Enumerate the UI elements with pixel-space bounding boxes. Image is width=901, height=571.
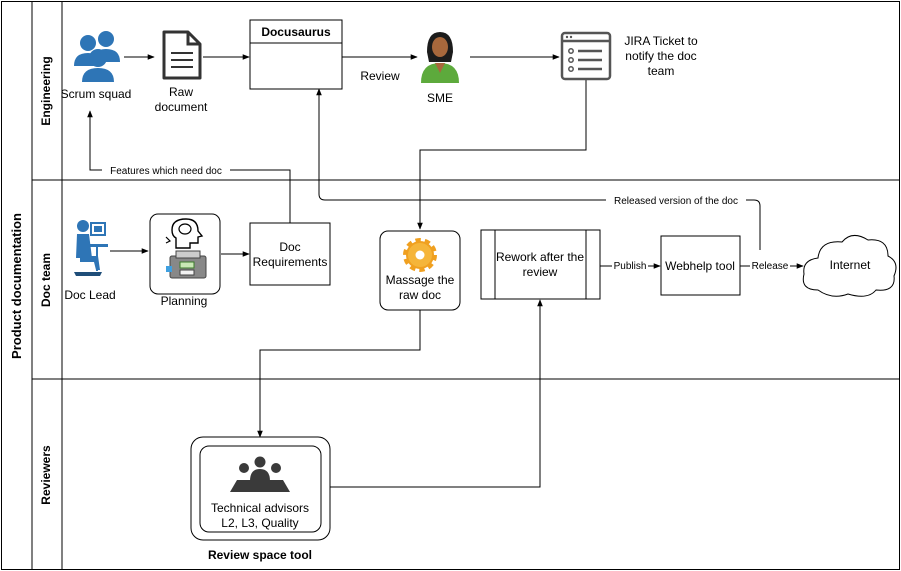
jira-node: JIRA Ticket to notify the doc team bbox=[560, 31, 698, 81]
edge-label-features: Features which need doc bbox=[110, 166, 222, 177]
person-at-computer-icon bbox=[74, 220, 108, 276]
document-icon bbox=[162, 30, 202, 80]
jira-label-1: JIRA Ticket to bbox=[624, 34, 698, 48]
rework-label-1: Rework after the bbox=[496, 250, 584, 264]
people-group-icon bbox=[74, 31, 120, 82]
sme-person-icon bbox=[421, 32, 459, 83]
edge-massage-to-review bbox=[257, 310, 421, 438]
technical-advisors-label-1: Technical advisors bbox=[211, 501, 309, 515]
webhelp-tool-node: Webhelp tool bbox=[660, 235, 741, 296]
scrum-squad-label: Scrum squad bbox=[61, 87, 132, 101]
rework-node: Rework after the review bbox=[480, 229, 601, 300]
thinking-head-icon bbox=[165, 218, 204, 249]
massage-raw-doc-node: Massage the raw doc bbox=[379, 230, 461, 311]
technical-advisors-label-2: L2, L3, Quality bbox=[221, 516, 298, 530]
review-space-tool-label: Review space tool bbox=[208, 548, 312, 562]
doc-lead-label: Doc Lead bbox=[64, 288, 115, 302]
internet-node: Internet bbox=[802, 235, 897, 297]
checklist-window-icon bbox=[560, 31, 612, 81]
review-space-tool-node: Technical advisors L2, L3, Quality Revie… bbox=[190, 436, 331, 562]
planning-label: Planning bbox=[161, 294, 208, 308]
jira-label-3: team bbox=[648, 64, 675, 78]
doc-requirements-node: Doc Requirements bbox=[249, 222, 331, 286]
lane-label-doc-team: Doc team bbox=[39, 253, 53, 307]
edge-jira-to-massage bbox=[417, 80, 587, 230]
gear-icon bbox=[403, 238, 437, 272]
edge-label-release: Release bbox=[752, 261, 789, 272]
sme-node: SME bbox=[421, 32, 459, 105]
lane-label-reviewers: Reviewers bbox=[39, 445, 53, 505]
edge-label-released-version: Released version of the doc bbox=[614, 196, 738, 207]
doc-lead-node: Doc Lead bbox=[64, 220, 116, 302]
edge-label-review: Review bbox=[360, 69, 400, 83]
raw-document-label-1: Raw bbox=[169, 85, 193, 99]
rework-label-2: review bbox=[523, 265, 558, 279]
jira-label-2: notify the doc bbox=[625, 49, 696, 63]
lane-label-engineering: Engineering bbox=[39, 56, 53, 125]
pool-title: Product documentation bbox=[9, 213, 24, 359]
massage-label-1: Massage the bbox=[386, 273, 455, 287]
planning-node: Planning bbox=[149, 213, 221, 308]
webhelp-tool-label: Webhelp tool bbox=[665, 259, 735, 273]
printer-icon bbox=[166, 250, 207, 279]
massage-label-2: raw doc bbox=[399, 288, 441, 302]
raw-document-label-2: document bbox=[155, 100, 208, 114]
sme-label: SME bbox=[427, 91, 453, 105]
internet-label: Internet bbox=[830, 258, 871, 272]
edge-release-to-docusaurus bbox=[316, 88, 761, 250]
edge-review-to-rework bbox=[330, 299, 543, 488]
docusaurus-label: Docusaurus bbox=[261, 25, 331, 39]
meeting-icon bbox=[230, 456, 290, 492]
doc-requirements-label-2: Requirements bbox=[253, 255, 328, 269]
cloud-icon bbox=[802, 235, 897, 297]
raw-document-node: Raw document bbox=[155, 30, 208, 114]
edge-label-publish: Publish bbox=[614, 261, 647, 272]
scrum-squad-node: Scrum squad bbox=[61, 31, 132, 101]
docusaurus-node: Docusaurus bbox=[249, 19, 343, 90]
doc-requirements-label-1: Doc bbox=[279, 240, 300, 254]
